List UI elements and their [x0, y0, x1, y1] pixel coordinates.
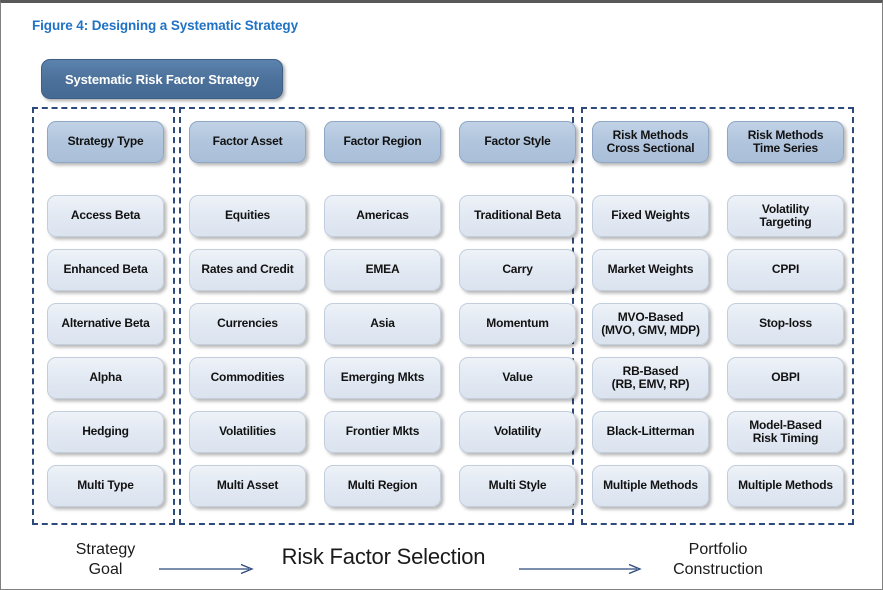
- column-risk-methods-cross-sectional: Risk Methods Cross Sectional Fixed Weigh…: [592, 121, 709, 519]
- flow-row: Strategy Goal Risk Factor Selection Port…: [1, 531, 882, 589]
- cell-factor-asset-3[interactable]: Currencies: [189, 303, 306, 345]
- cell-strategy-type-1[interactable]: Access Beta: [47, 195, 164, 237]
- cell-factor-region-5[interactable]: Frontier Mkts: [324, 411, 441, 453]
- flow-label-portfolio-construction: Portfolio Construction: [653, 540, 783, 580]
- flow-portfolio-line-1: Portfolio: [688, 541, 748, 558]
- column-header-strategy-type: Strategy Type: [47, 121, 164, 163]
- header-line-1: Risk Methods: [747, 127, 824, 142]
- cell-line-1: Model-Based: [749, 417, 822, 432]
- flow-goal-line-1: Strategy: [75, 541, 136, 558]
- column-header-factor-asset: Factor Asset: [189, 121, 306, 163]
- header-line-2: Cross Sectional: [606, 141, 695, 155]
- cell-line-2: Targeting: [759, 215, 812, 229]
- cell-risk-cross-6[interactable]: Multiple Methods: [592, 465, 709, 507]
- flow-label-strategy-goal: Strategy Goal: [53, 540, 158, 580]
- arrow-right-icon-1: [159, 563, 255, 575]
- flow-label-risk-factor-selection: Risk Factor Selection: [281, 544, 486, 569]
- cell-factor-asset-1[interactable]: Equities: [189, 195, 306, 237]
- cell-factor-asset-5[interactable]: Volatilities: [189, 411, 306, 453]
- cell-factor-style-6[interactable]: Multi Style: [459, 465, 576, 507]
- top-strategy-pill: Systematic Risk Factor Strategy: [41, 59, 283, 99]
- cell-factor-region-6[interactable]: Multi Region: [324, 465, 441, 507]
- cell-strategy-type-2[interactable]: Enhanced Beta: [47, 249, 164, 291]
- group-frame-portfolio-construction: [581, 107, 854, 525]
- cell-factor-style-3[interactable]: Momentum: [459, 303, 576, 345]
- cell-strategy-type-5[interactable]: Hedging: [47, 411, 164, 453]
- cell-factor-asset-6[interactable]: Multi Asset: [189, 465, 306, 507]
- column-strategy-type: Strategy Type Access Beta Enhanced Beta …: [47, 121, 164, 519]
- cell-line-1: RB-Based: [622, 363, 679, 378]
- cell-line-1: MVO-Based: [617, 309, 684, 324]
- cell-factor-asset-2[interactable]: Rates and Credit: [189, 249, 306, 291]
- column-factor-asset: Factor Asset Equities Rates and Credit C…: [189, 121, 306, 519]
- cell-risk-ts-4[interactable]: OBPI: [727, 357, 844, 399]
- cell-factor-style-5[interactable]: Volatility: [459, 411, 576, 453]
- cell-risk-ts-3[interactable]: Stop-loss: [727, 303, 844, 345]
- column-header-risk-methods-cross-sectional: Risk Methods Cross Sectional: [592, 121, 709, 163]
- cell-strategy-type-6[interactable]: Multi Type: [47, 465, 164, 507]
- cell-risk-cross-1[interactable]: Fixed Weights: [592, 195, 709, 237]
- arrow-right-icon-2: [519, 563, 643, 575]
- cell-factor-region-3[interactable]: Asia: [324, 303, 441, 345]
- column-header-factor-style: Factor Style: [459, 121, 576, 163]
- cell-factor-region-2[interactable]: EMEA: [324, 249, 441, 291]
- cell-risk-cross-4[interactable]: RB-Based (RB, EMV, RP): [592, 357, 709, 399]
- column-risk-methods-time-series: Risk Methods Time Series Volatility Targ…: [727, 121, 844, 519]
- cell-risk-ts-6[interactable]: Multiple Methods: [727, 465, 844, 507]
- header-line-2: Time Series: [753, 141, 818, 155]
- cell-line-1: Volatility: [761, 201, 810, 216]
- cell-factor-style-1[interactable]: Traditional Beta: [459, 195, 576, 237]
- cell-risk-ts-5[interactable]: Model-Based Risk Timing: [727, 411, 844, 453]
- column-factor-region: Factor Region Americas EMEA Asia Emergin…: [324, 121, 441, 519]
- cell-factor-region-1[interactable]: Americas: [324, 195, 441, 237]
- cell-factor-style-4[interactable]: Value: [459, 357, 576, 399]
- column-factor-style: Factor Style Traditional Beta Carry Mome…: [459, 121, 576, 519]
- column-header-factor-region: Factor Region: [324, 121, 441, 163]
- cell-factor-asset-4[interactable]: Commodities: [189, 357, 306, 399]
- cell-line-2: (RB, EMV, RP): [611, 377, 690, 391]
- cell-line-2: Risk Timing: [752, 431, 819, 445]
- cell-risk-ts-2[interactable]: CPPI: [727, 249, 844, 291]
- flow-portfolio-line-2: Construction: [673, 561, 763, 578]
- cell-risk-cross-2[interactable]: Market Weights: [592, 249, 709, 291]
- cell-risk-cross-5[interactable]: Black-Litterman: [592, 411, 709, 453]
- cell-risk-cross-3[interactable]: MVO-Based (MVO, GMV, MDP): [592, 303, 709, 345]
- column-header-risk-methods-time-series: Risk Methods Time Series: [727, 121, 844, 163]
- page-title: Figure 4: Designing a Systematic Strateg…: [32, 18, 298, 33]
- cell-factor-style-2[interactable]: Carry: [459, 249, 576, 291]
- header-line-1: Risk Methods: [612, 127, 689, 142]
- cell-factor-region-4[interactable]: Emerging Mkts: [324, 357, 441, 399]
- top-strategy-pill-label: Systematic Risk Factor Strategy: [64, 71, 260, 87]
- cell-risk-ts-1[interactable]: Volatility Targeting: [727, 195, 844, 237]
- group-frame-strategy-goal: [32, 107, 175, 525]
- cell-strategy-type-3[interactable]: Alternative Beta: [47, 303, 164, 345]
- flow-goal-line-2: Goal: [88, 561, 123, 578]
- cell-strategy-type-4[interactable]: Alpha: [47, 357, 164, 399]
- cell-line-2: (MVO, GMV, MDP): [601, 323, 700, 337]
